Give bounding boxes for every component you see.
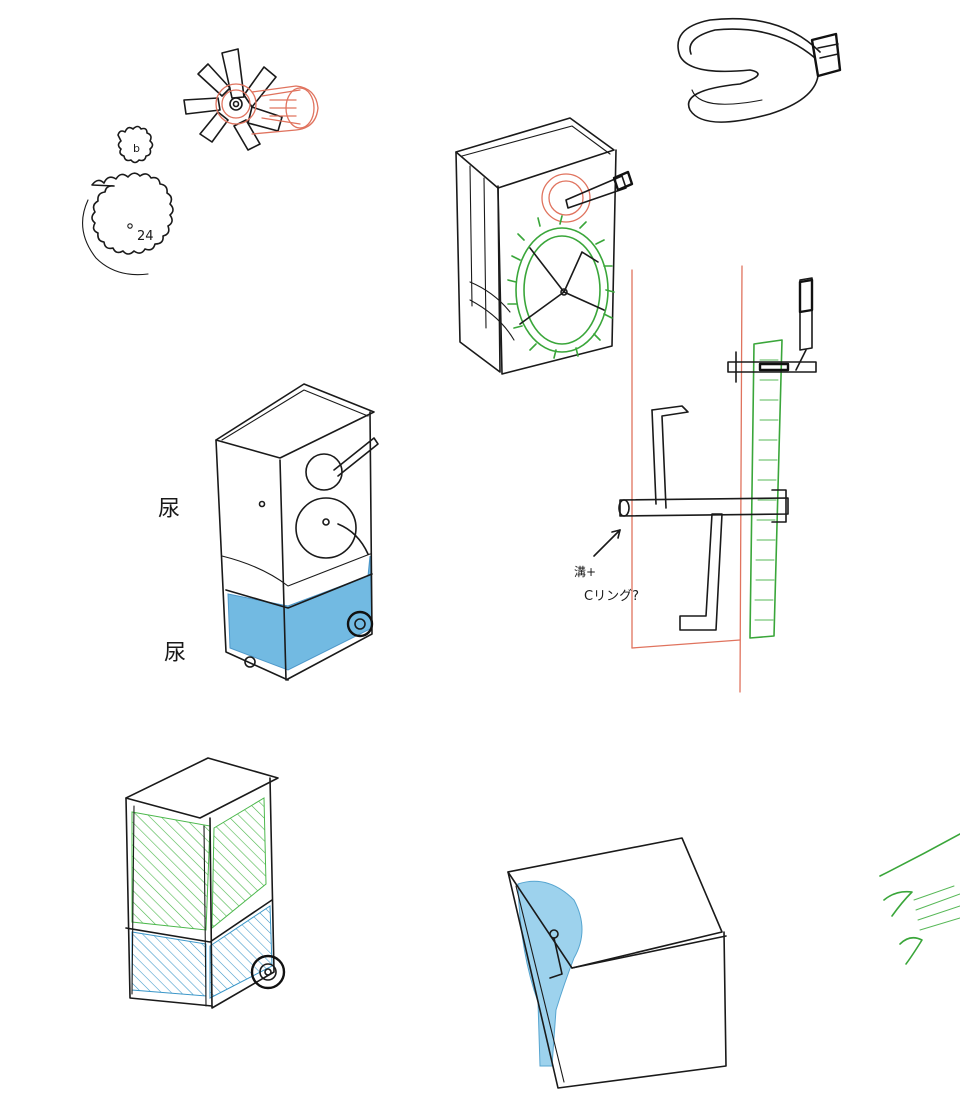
small-gear: b	[117, 125, 154, 164]
large-gear: 24	[82, 172, 174, 276]
c-ring-note: Cリング?	[584, 589, 639, 604]
lid-box-sketch	[507, 837, 727, 1089]
cart-sketch	[125, 757, 286, 1009]
box-with-gears-sketch	[455, 117, 634, 375]
svg-text:b: b	[133, 142, 140, 155]
star-gear	[183, 48, 319, 151]
label-upper: 尿	[158, 497, 180, 522]
bin-sketch: 尿 尿	[158, 383, 379, 681]
groove-note: 溝+	[574, 565, 596, 579]
crank-shaft-sketch: 溝+ Cリング?	[574, 265, 817, 693]
gear-sketch: 24 b	[82, 48, 319, 276]
gear-teeth-count: 24	[137, 229, 154, 244]
partial-green-sketch	[879, 833, 960, 965]
label-lower: 尿	[164, 641, 186, 666]
c-ring-sketch	[677, 17, 842, 123]
